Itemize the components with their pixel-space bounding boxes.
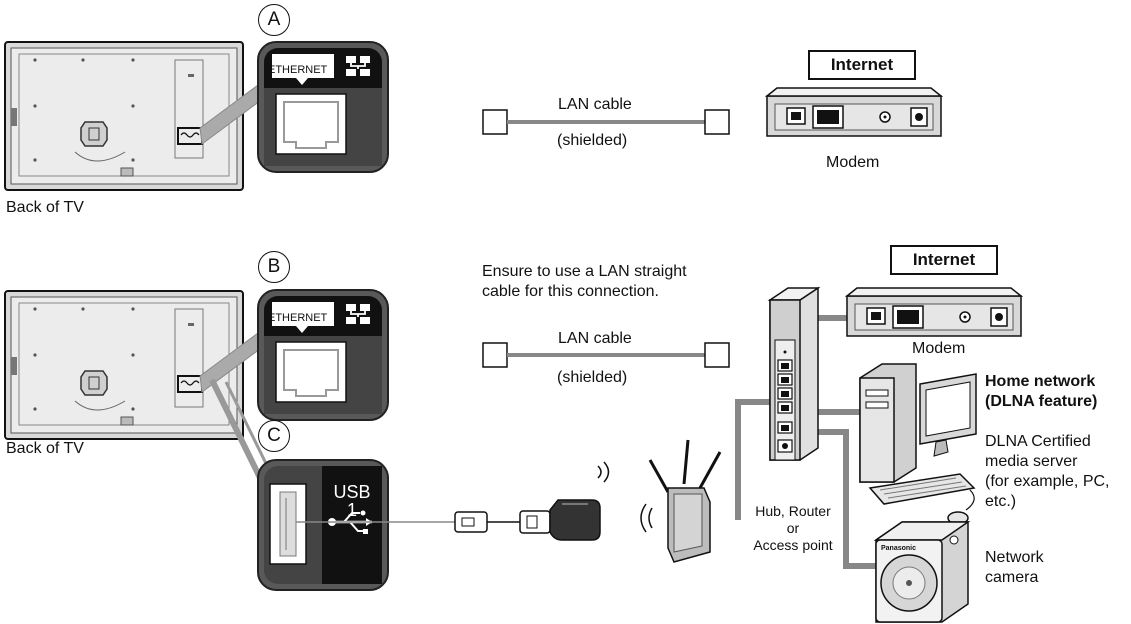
modem-label-b: Modem: [912, 340, 966, 357]
wireless-signal-icon: [597, 461, 610, 483]
network-camera-label-line1: Network: [985, 549, 1044, 566]
internet-label-b: Internet: [890, 245, 998, 275]
marker-c: C: [258, 420, 290, 452]
wireless-lan-adapter: [549, 499, 601, 541]
lan-plug-right-a: [704, 109, 730, 135]
dlna-label-line2: media server: [985, 453, 1078, 470]
lan-plug-right-b: [704, 342, 730, 368]
hub-label-line2: or: [786, 520, 800, 536]
marker-a: A: [258, 4, 290, 36]
usb-plug: [454, 511, 488, 533]
dlna-label-line1: DLNA Certified: [985, 433, 1091, 450]
network-camera-icon: [873, 521, 971, 623]
usb-port-panel: [257, 459, 389, 591]
hub-label-line1: Hub, Router: [755, 503, 831, 519]
lan-plug-left-a: [482, 109, 508, 135]
straight-cable-note-line2: cable for this connection.: [482, 283, 659, 300]
home-network-label-line2: (DLNA feature): [985, 393, 1098, 410]
lan-cable-label-a: LAN cable: [558, 96, 632, 113]
straight-cable-note-line1: Ensure to use a LAN straight: [482, 263, 687, 280]
cable-hub-to-camera: [810, 429, 880, 569]
shielded-label-b: (shielded): [557, 369, 628, 386]
hub-router-icon: [767, 286, 821, 461]
pc-media-server-icon: [859, 363, 977, 525]
lan-cable-label-b: LAN cable: [558, 330, 632, 347]
dlna-label-line4: etc.): [985, 493, 1017, 510]
modem-b: [846, 287, 1022, 337]
modem-a: [766, 87, 942, 137]
cable-ap-to-hub: [735, 399, 770, 520]
modem-label-a: Modem: [826, 154, 880, 171]
back-of-tv-label-a: Back of TV: [6, 199, 84, 216]
camera-brand-label: Panasonic: [881, 545, 916, 552]
back-of-tv-label-b: Back of TV: [6, 440, 84, 457]
ethernet-port-panel-a: [257, 41, 389, 173]
ethernet-port-panel-b: [257, 289, 389, 421]
usb-number-label: 1: [347, 500, 357, 520]
access-point-signal-icon: [640, 503, 653, 533]
dlna-label-line3: (for example, PC,: [985, 473, 1110, 490]
home-network-label-line1: Home network: [985, 373, 1096, 390]
tv-back-a: [4, 41, 244, 191]
shielded-label-a: (shielded): [557, 132, 628, 149]
network-camera-label-line2: camera: [985, 569, 1039, 586]
ethernet-label-a: ETHERNET: [268, 64, 328, 76]
hub-label-line3: Access point: [753, 537, 833, 553]
usb-label: USB: [333, 482, 370, 502]
access-point-icon: [648, 439, 722, 563]
marker-b: B: [258, 251, 290, 283]
zoom-callout-c-1: [209, 378, 269, 492]
lan-plug-left-b: [482, 342, 508, 368]
internet-label-a: Internet: [808, 50, 916, 80]
ethernet-label-b: ETHERNET: [268, 312, 328, 324]
tv-back-b: [4, 290, 244, 440]
